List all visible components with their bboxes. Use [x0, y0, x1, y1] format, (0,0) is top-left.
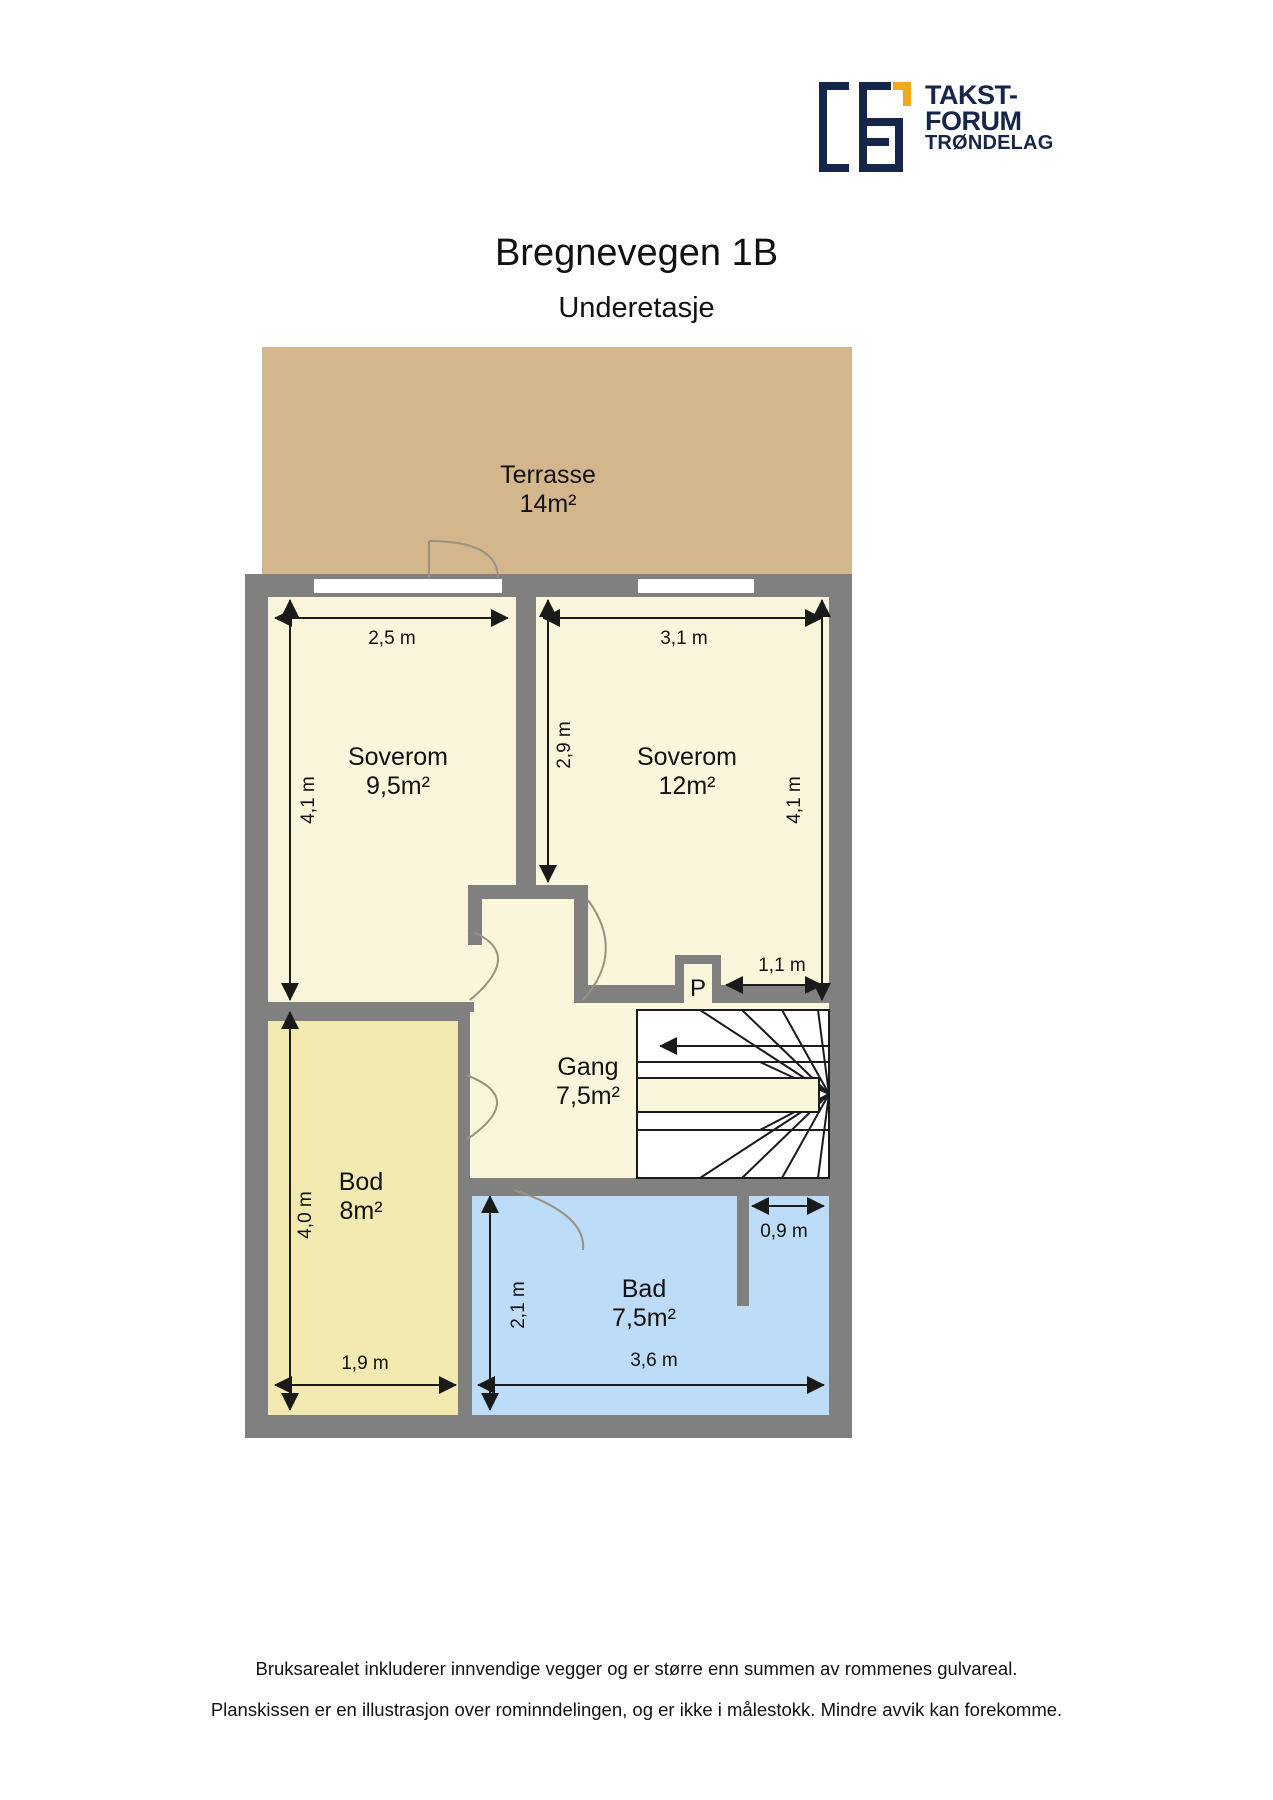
svg-text:4,1 m: 4,1 m	[784, 776, 805, 824]
pillar-marker: P	[675, 955, 721, 1003]
window-right-bedroom	[636, 577, 756, 595]
dim-bod-width: 1,9 m	[341, 1353, 389, 1374]
room-terrasse: Terrasse 14m²	[262, 347, 852, 574]
svg-text:7,5m²: 7,5m²	[612, 1304, 676, 1332]
svg-text:2,5 m: 2,5 m	[368, 628, 416, 649]
svg-text:12m²: 12m²	[659, 772, 716, 800]
bod-area: 8m²	[339, 1197, 382, 1225]
svg-text:Bad: Bad	[622, 1275, 666, 1303]
dimension-lines	[274, 599, 831, 1411]
room-label-soverom-right: Soverom 12m²	[637, 743, 737, 800]
svg-text:7,5m²: 7,5m²	[556, 1082, 620, 1110]
svg-text:0,9 m: 0,9 m	[760, 1221, 808, 1242]
room-labels: Soverom 9,5m² Soverom 12m² Gang 7,5m² Bo…	[339, 743, 737, 1332]
dim-soverom-left-width: 2,5 m	[368, 628, 416, 649]
bad-name: Bad	[622, 1275, 666, 1303]
dim-soverom-right-inner-height: 2,9 m	[554, 721, 575, 769]
logo-line-2: FORUM	[925, 106, 1022, 137]
door-gang-to-bod	[465, 1074, 498, 1141]
windows	[312, 577, 756, 595]
gang-area: 7,5m²	[556, 1082, 620, 1110]
soverom-left-name: Soverom	[348, 743, 448, 771]
takstforum-logo-mark	[819, 82, 911, 172]
door-gang-to-right-bedroom	[582, 899, 607, 1001]
staircase	[636, 1009, 830, 1179]
svg-text:Soverom: Soverom	[348, 743, 448, 771]
terrasse-name: Terrasse	[500, 461, 596, 489]
soverom-right-area: 12m²	[659, 772, 716, 800]
svg-text:8m²: 8m²	[339, 1197, 382, 1225]
room-label-gang: Gang 7,5m²	[556, 1053, 620, 1110]
logo-line-3: TRØNDELAG	[925, 132, 1054, 155]
window-left-bedroom	[312, 577, 504, 595]
soverom-left-area: 9,5m²	[366, 772, 430, 800]
room-label-terrasse: Terrasse	[500, 461, 596, 489]
bod-name: Bod	[339, 1168, 383, 1196]
gang-name: Gang	[557, 1053, 618, 1081]
dim-bad-height: 2,1 m	[508, 1281, 529, 1329]
dim-bad-right-width: 0,9 m	[760, 1221, 808, 1242]
svg-text:4,1 m: 4,1 m	[298, 776, 319, 824]
room-label-bad: Bad 7,5m²	[612, 1275, 676, 1332]
dimension-labels: 2,5 m 3,1 m 0,9 m 1,1 m 1,9 m 3,6 m 4,1 …	[295, 628, 808, 1374]
bad-area: 7,5m²	[612, 1304, 676, 1332]
dim-bad-width: 3,6 m	[630, 1350, 678, 1371]
door-bath	[513, 1189, 585, 1251]
room-label-soverom-left: Soverom 9,5m²	[348, 743, 448, 800]
dim-soverom-right-height: 4,1 m	[784, 776, 805, 824]
page-subtitle: Underetasje	[558, 292, 715, 324]
dim-bod-height: 4,0 m	[295, 1191, 316, 1239]
dim-soverom-left-height: 4,1 m	[298, 776, 319, 824]
takstforum-logo-text: TAKST- FORUM TRØNDELAG	[925, 80, 1054, 155]
svg-text:Bod: Bod	[339, 1168, 383, 1196]
svg-text:2,1 m: 2,1 m	[508, 1281, 529, 1329]
svg-text:1,9 m: 1,9 m	[341, 1353, 389, 1374]
svg-text:P: P	[690, 975, 706, 1002]
svg-text:9,5m²: 9,5m²	[366, 772, 430, 800]
svg-text:Gang: Gang	[557, 1053, 618, 1081]
svg-text:2,9 m: 2,9 m	[554, 721, 575, 769]
svg-text:3,1 m: 3,1 m	[660, 628, 708, 649]
dim-pillar-width: 1,1 m	[758, 955, 806, 976]
svg-text:Soverom: Soverom	[637, 743, 737, 771]
takstforum-logo: TAKST- FORUM TRØNDELAG	[815, 78, 1054, 178]
svg-text:4,0 m: 4,0 m	[295, 1191, 316, 1239]
dim-soverom-right-width: 3,1 m	[660, 628, 708, 649]
footer-line-1: Bruksarealet inkluderer innvendige vegge…	[255, 1658, 1018, 1679]
door-gang-to-left-bedroom	[467, 929, 499, 1001]
terrasse-area: 14m²	[520, 490, 577, 518]
svg-text:14m²: 14m²	[520, 490, 577, 518]
door-terrace	[428, 540, 499, 579]
pillar-label: P	[690, 975, 706, 1002]
svg-text:3,6 m: 3,6 m	[630, 1350, 678, 1371]
footer-disclaimer: Bruksarealet inkluderer innvendige vegge…	[0, 1658, 1273, 1741]
soverom-right-name: Soverom	[637, 743, 737, 771]
room-label-bod: Bod 8m²	[339, 1168, 383, 1225]
page-title: Bregnevegen 1B	[494, 232, 779, 274]
doors	[428, 540, 607, 1251]
svg-text:1,1 m: 1,1 m	[758, 955, 806, 976]
logo-line-1: TAKST-	[925, 80, 1018, 110]
footer-line-2: Planskissen er en illustrasjon over romi…	[210, 1698, 1063, 1720]
